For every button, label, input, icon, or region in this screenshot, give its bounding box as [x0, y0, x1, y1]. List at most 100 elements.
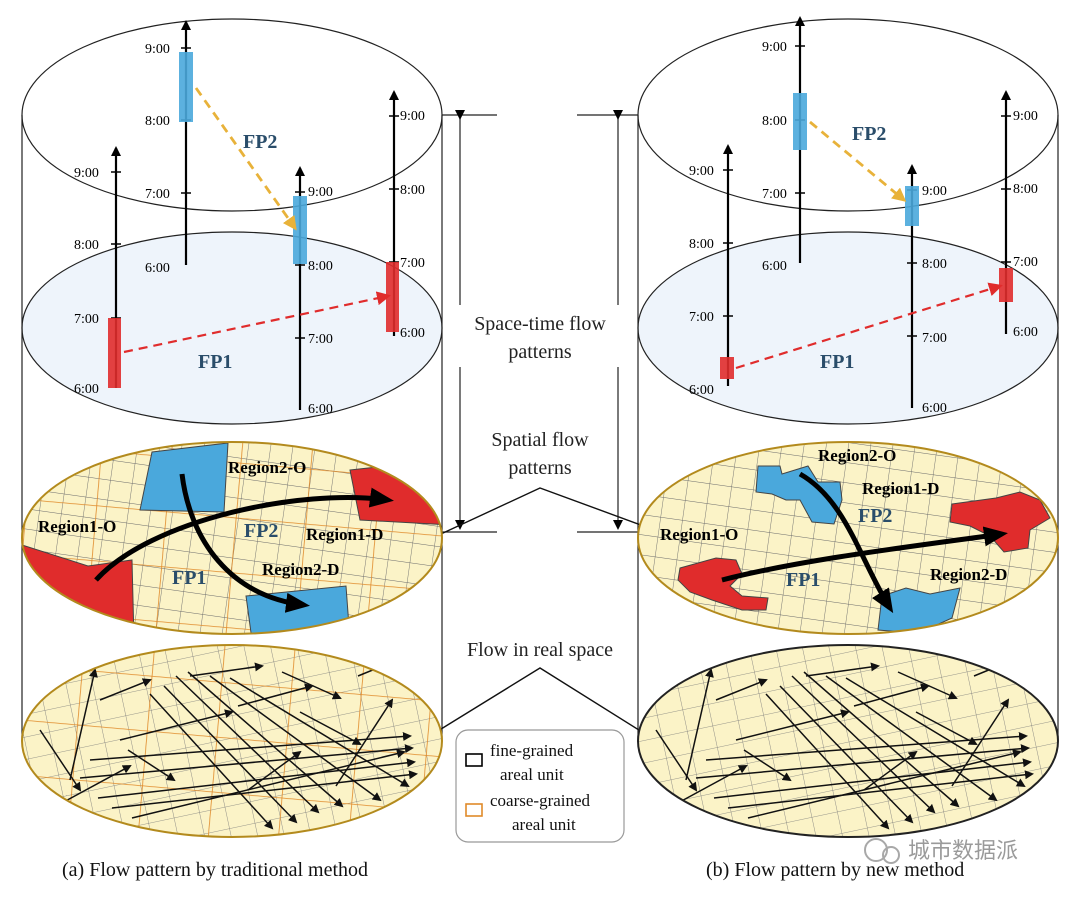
- tick-label: 6:00: [922, 401, 947, 416]
- flow-line: [163, 685, 298, 824]
- tick-label: 7:00: [689, 310, 714, 325]
- tick-label: 6:00: [1013, 325, 1038, 340]
- flow-line: [675, 765, 748, 805]
- flow-line: [111, 770, 418, 809]
- watermark: 城市数据派: [864, 838, 1018, 864]
- tick-label: 6:00: [145, 261, 170, 276]
- tick-label: 9:00: [308, 185, 333, 200]
- real-flow-lines: [655, 652, 1034, 830]
- flow-line: [149, 693, 274, 830]
- flow-line: [765, 693, 890, 830]
- fp2-origin-bar: [793, 93, 807, 150]
- flow-line: [951, 698, 1010, 787]
- real-space-label: Flow in real space: [467, 639, 613, 661]
- flow-line: [59, 765, 132, 805]
- tick-label: 7:00: [400, 256, 425, 271]
- region2-o-label: Region2-O: [818, 446, 896, 465]
- tick-label: 9:00: [762, 40, 787, 55]
- flow-line: [713, 758, 1032, 799]
- tick-label: 8:00: [145, 114, 170, 129]
- tick-label: 8:00: [922, 257, 947, 272]
- flow-line: [281, 671, 342, 700]
- region1-origin-area: [677, 557, 769, 611]
- flow-line: [357, 652, 414, 677]
- space-time-label-line2: patterns: [508, 341, 572, 363]
- fp1-flow-arrow: [94, 487, 394, 582]
- fp1-label: FP1: [820, 351, 854, 373]
- tick-label: 8:00: [74, 238, 99, 253]
- chat-bubble-icon: [864, 838, 888, 862]
- tick-label: 9:00: [1013, 109, 1038, 124]
- flow-line: [803, 671, 960, 808]
- middle-annotations: Space-time flow patterns Spatial flow pa…: [419, 110, 661, 743]
- spatial-map-left: Region2-O Region1-O Region1-D Region2-D …: [21, 441, 443, 635]
- fp2-label: FP2: [243, 131, 277, 153]
- fine-grained-swatch: [465, 753, 483, 767]
- fp1-flow-arrow: [721, 526, 1008, 583]
- tick-label: 6:00: [400, 326, 425, 341]
- tick-label: 8:00: [308, 259, 333, 274]
- region1-d-label: Region1-D: [306, 525, 383, 544]
- flow-line: [69, 668, 98, 781]
- real-space-map-right: [637, 644, 1059, 838]
- flow-line: [805, 662, 880, 677]
- tick-label: 7:00: [74, 312, 99, 327]
- flow-line: [715, 678, 768, 701]
- tick-label: 6:00: [762, 259, 787, 274]
- flow-line: [743, 749, 792, 782]
- real-flow-lines: [39, 652, 418, 830]
- space-time-label-line1: Space-time flow: [474, 313, 606, 335]
- region1-d-label: Region1-D: [862, 479, 939, 498]
- fp1-destination-bar: [386, 262, 399, 332]
- tick-label: 6:00: [689, 383, 714, 398]
- region2-o-label: Region2-O: [228, 458, 306, 477]
- flow-line: [335, 698, 394, 787]
- fp1-destination-bar: [999, 268, 1013, 302]
- flow-line: [727, 770, 1034, 809]
- tick-label: 7:00: [762, 187, 787, 202]
- spatial-label-line1: Spatial flow: [491, 429, 589, 451]
- region2-d-label: Region2-D: [930, 565, 1007, 584]
- tick-label: 7:00: [145, 187, 170, 202]
- flow-line: [237, 683, 314, 707]
- tick-label: 7:00: [1013, 255, 1038, 270]
- fp2-destination-bar: [293, 196, 307, 264]
- legend-fine-line2: areal unit: [500, 765, 564, 784]
- fp2-flow-arrow: [798, 471, 894, 614]
- fp1-map-label: FP1: [172, 567, 206, 589]
- tick-label: 8:00: [762, 114, 787, 129]
- flow-line: [747, 749, 1022, 819]
- fp2-origin-bar: [179, 52, 193, 122]
- watermark-text: 城市数据派: [908, 839, 1018, 864]
- flow-line: [39, 729, 82, 792]
- fp1-origin-bar: [720, 357, 734, 379]
- flow-bars-right: FP2 FP1: [720, 93, 1013, 379]
- fp1-origin-bar: [108, 318, 121, 388]
- flow-line: [973, 652, 1030, 677]
- region1-o-label: Region1-O: [38, 517, 116, 536]
- flow-line: [825, 675, 998, 802]
- flow-line: [97, 758, 416, 799]
- flow-line: [131, 749, 406, 819]
- tick-label: 7:00: [308, 332, 333, 347]
- flow-line: [897, 671, 958, 700]
- flow-line: [127, 749, 176, 782]
- spatial-label-line2: patterns: [508, 457, 572, 479]
- flow-line: [209, 675, 382, 802]
- cylinder-right: [637, 18, 1059, 741]
- fp1-label: FP1: [198, 351, 232, 373]
- region1-o-label: Region1-O: [660, 525, 738, 544]
- spatial-map-right: Region2-O Region1-D Region1-O Region2-D …: [637, 441, 1059, 635]
- flow-line: [299, 711, 362, 745]
- flow-line: [175, 675, 320, 814]
- flow-line: [735, 709, 850, 741]
- tick-label: 7:00: [922, 331, 947, 346]
- legend-fine-line1: fine-grained: [490, 741, 574, 760]
- coarse-grained-swatch: [465, 803, 483, 817]
- legend-coarse-line2: areal unit: [512, 815, 576, 834]
- flow-line: [247, 750, 302, 791]
- region2-destination-area: [877, 587, 961, 633]
- legend-coarse-line1: coarse-grained: [490, 791, 591, 810]
- flow-line: [189, 662, 264, 677]
